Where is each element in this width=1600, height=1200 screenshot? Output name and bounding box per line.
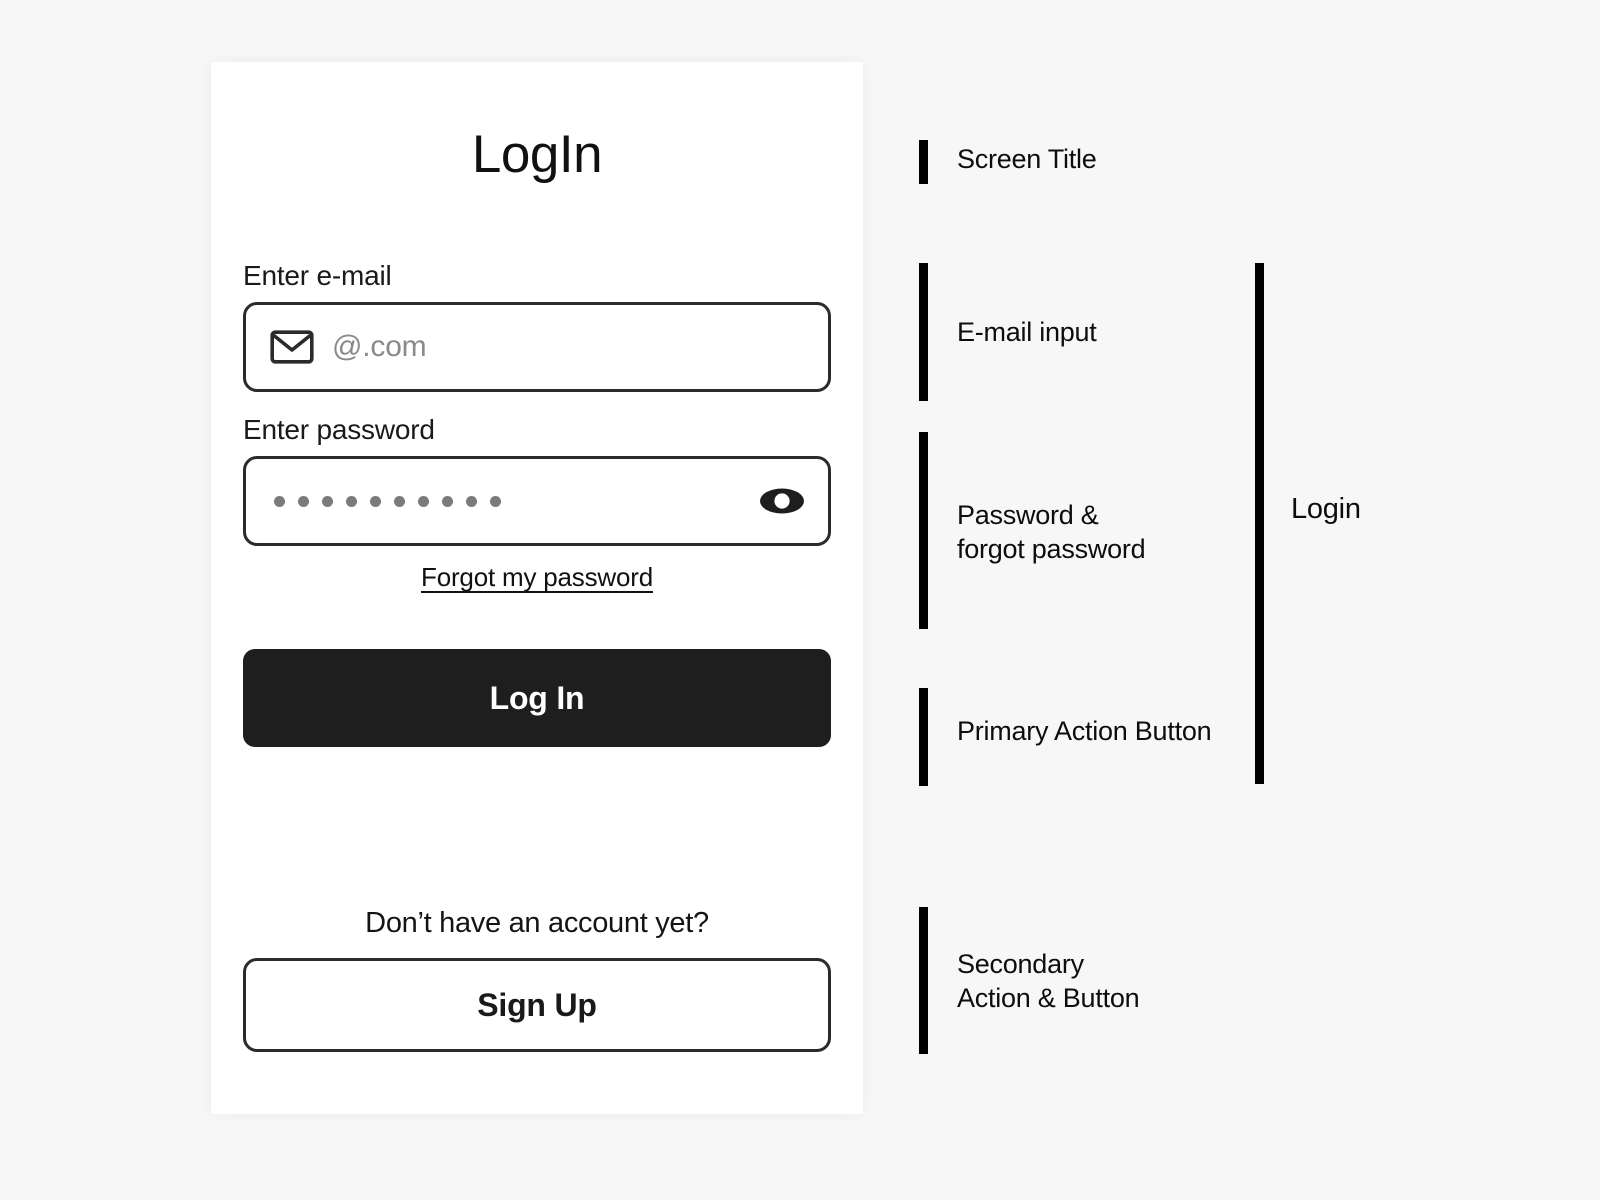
annotation-secondary-action: Secondary Action & Button: [919, 907, 1249, 1054]
annotation-password-forgot: Password & forgot password: [919, 432, 1249, 629]
signup-section: Don’t have an account yet? Sign Up: [243, 907, 831, 1052]
annotation-label: E-mail input: [957, 317, 1097, 347]
annotation-label: Secondary Action & Button: [957, 949, 1140, 1014]
email-input[interactable]: @.com: [243, 302, 831, 392]
annotation-bar: [919, 263, 928, 401]
annotation-primary-action: Primary Action Button: [919, 688, 1249, 786]
annotation-bar: [919, 140, 928, 184]
annotation-bar: [919, 688, 928, 786]
password-masked-value: [274, 495, 501, 507]
signup-button[interactable]: Sign Up: [243, 958, 831, 1052]
annotation-label: Primary Action Button: [957, 716, 1212, 746]
login-form: Enter e-mail @.com Enter password: [243, 260, 831, 747]
annotation-screen-title: Screen Title: [919, 140, 1249, 184]
annotation-group-label: Login: [1291, 493, 1361, 525]
email-placeholder: @.com: [332, 330, 427, 363]
annotation-bar: [919, 432, 928, 629]
eye-icon[interactable]: [758, 485, 806, 517]
envelope-icon: [270, 330, 314, 364]
signup-prompt-text: Don’t have an account yet?: [365, 907, 709, 939]
login-screen-card: LogIn Enter e-mail @.com Enter password: [211, 62, 863, 1114]
forgot-password-row: Forgot my password: [243, 562, 831, 593]
page-title: LogIn: [471, 125, 603, 184]
annotation-bar: [919, 907, 928, 1054]
annotation-label: Screen Title: [957, 144, 1097, 174]
annotation-label: Password & forgot password: [957, 500, 1146, 565]
forgot-password-link[interactable]: Forgot my password: [421, 562, 653, 592]
annotation-group-bar: [1255, 263, 1264, 784]
email-field-label: Enter e-mail: [243, 260, 392, 291]
field-spacer: [243, 392, 831, 414]
password-input[interactable]: [243, 456, 831, 546]
password-field-label: Enter password: [243, 414, 435, 445]
login-button[interactable]: Log In: [243, 649, 831, 747]
annotation-email-input: E-mail input: [919, 263, 1249, 401]
